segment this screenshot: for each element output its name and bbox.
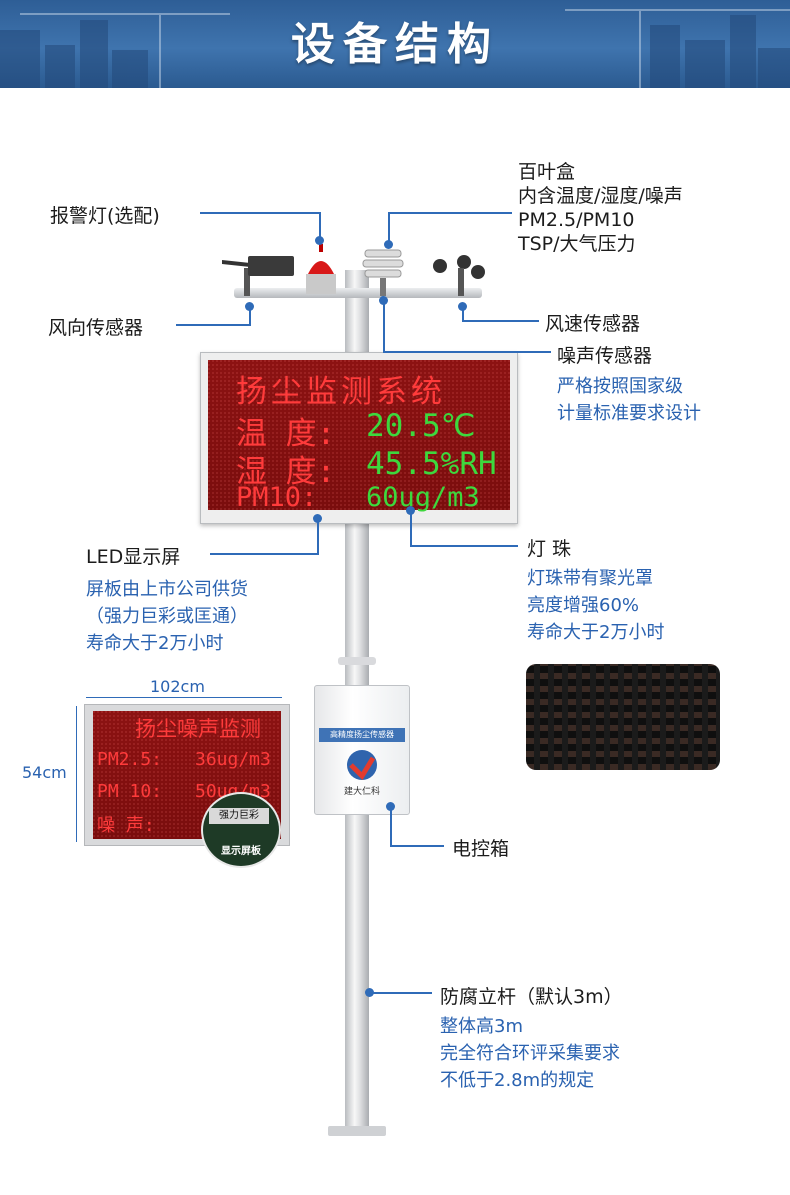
callout-dot — [386, 802, 395, 811]
callout-line — [176, 324, 250, 326]
control-box-label: 电控箱 — [452, 838, 510, 860]
callout-line — [249, 306, 251, 326]
callout-dot — [313, 514, 322, 523]
pole-note: 整体高3m 完全符合环评采集要求 不低于2.8m的规定 — [440, 1013, 620, 1094]
callout-dot — [379, 296, 388, 305]
board-closeup: 强力巨彩 显示屏板 — [201, 792, 281, 868]
width-dimension-label: 102cm — [150, 677, 205, 696]
led-row-value: 60ug/m3 — [366, 482, 480, 513]
note-line: 计量标准要求设计 — [557, 403, 701, 424]
small-screen-row-label: PM2.5: — [97, 749, 163, 770]
control-box: 高精度扬尘传感器 建大仁科 — [314, 685, 410, 815]
pole-label: 防腐立杆（默认3m） — [440, 986, 623, 1008]
board-brand-label: 强力巨彩 — [209, 808, 269, 824]
control-box-brand: 建大仁科 — [343, 787, 380, 797]
led-display-title: 扬尘监测系统 — [236, 374, 446, 410]
led-beads-label: 灯 珠 — [527, 538, 572, 560]
louver-box-line: 内含温度/湿度/噪声 — [518, 185, 683, 207]
note-line: 不低于2.8m的规定 — [440, 1070, 595, 1091]
noise-sensor-note: 严格按照国家级 计量标准要求设计 — [557, 373, 701, 427]
pole-base-flange — [328, 1126, 386, 1136]
wind-direction-label: 风向传感器 — [48, 317, 144, 339]
callout-line — [383, 351, 551, 353]
wind-speed-label: 风速传感器 — [545, 313, 641, 335]
callout-line — [383, 300, 385, 353]
height-dimension-label: 54cm — [22, 763, 67, 782]
alarm-light-label: 报警灯(选配) — [50, 205, 160, 227]
callout-line — [388, 212, 390, 242]
page-title: 设备结构 — [291, 19, 499, 70]
small-screen-row-value: 36ug/m3 — [195, 749, 271, 770]
noise-sensor-label: 噪声传感器 — [557, 345, 653, 367]
note-line: 寿命大于2万小时 — [86, 633, 224, 654]
led-row-value: 45.5%RH — [366, 446, 497, 482]
led-row-label: PM10: — [236, 482, 318, 513]
callout-line — [410, 510, 412, 547]
callout-dot — [384, 240, 393, 249]
louver-box-label: 百叶盒 内含温度/湿度/噪声 PM2.5/PM10 TSP/大气压力 — [518, 160, 683, 256]
callout-dot — [245, 302, 254, 311]
callout-line — [319, 212, 321, 238]
board-caption: 显示屏板 — [221, 846, 261, 857]
city-skyline-illustration — [0, 9, 790, 88]
callout-line — [388, 212, 512, 214]
callout-dot — [365, 988, 374, 997]
led-row-label: 温 度: — [236, 416, 336, 452]
callout-line — [390, 806, 392, 847]
louver-box-line: 百叶盒 — [518, 161, 576, 183]
sensor-crossbar — [234, 288, 482, 298]
note-line: 亮度增强60% — [527, 595, 640, 616]
led-row-value: 20.5℃ — [366, 408, 476, 444]
louver-box-line: PM2.5/PM10 — [518, 209, 635, 231]
note-line: 完全符合环评采集要求 — [440, 1043, 620, 1064]
led-beads-closeup-image — [526, 664, 720, 770]
pole-collar — [338, 657, 376, 665]
wind-sensors-illustration — [222, 244, 485, 296]
callout-line — [462, 320, 539, 322]
width-dimension-line — [86, 697, 282, 698]
led-screen-label: LED显示屏 — [86, 546, 181, 568]
callout-line — [410, 545, 518, 547]
callout-dot — [406, 506, 415, 515]
small-screen-row-label: 噪 声: — [97, 815, 155, 836]
led-display-screen: 扬尘监测系统 温 度: 20.5℃ 湿 度: 45.5%RH PM10: 60u… — [208, 360, 510, 513]
small-screen-row-label: PM 10: — [97, 781, 163, 802]
control-box-plate: 高精度扬尘传感器 — [319, 728, 405, 742]
note-line: 整体高3m — [440, 1016, 523, 1037]
note-line: 屏板由上市公司供货 — [86, 579, 248, 600]
small-screen-title: 扬尘噪声监测 — [135, 717, 261, 741]
callout-dot — [458, 302, 467, 311]
callout-line — [370, 992, 432, 994]
led-beads-note: 灯珠带有聚光罩 亮度增强60% 寿命大于2万小时 — [527, 565, 664, 646]
note-line: 寿命大于2万小时 — [527, 622, 665, 643]
callout-line — [200, 212, 320, 214]
height-dimension-line — [76, 706, 77, 842]
note-line: 灯珠带有聚光罩 — [527, 568, 653, 589]
callout-dot — [315, 236, 324, 245]
brand-logo-icon — [347, 750, 377, 781]
led-display-panel: 扬尘监测系统 温 度: 20.5℃ 湿 度: 45.5%RH PM10: 60u… — [200, 352, 518, 524]
callout-line — [462, 306, 464, 322]
callout-line — [317, 518, 319, 555]
led-row-label: 湿 度: — [236, 454, 336, 490]
callout-line — [210, 553, 318, 555]
header-banner: 设备结构 — [0, 0, 790, 88]
callout-line — [390, 845, 444, 847]
led-screen-note: 屏板由上市公司供货 （强力巨彩或匡通） 寿命大于2万小时 — [86, 576, 248, 657]
note-line: （强力巨彩或匡通） — [86, 606, 248, 627]
louver-box-line: TSP/大气压力 — [518, 233, 636, 255]
note-line: 严格按照国家级 — [557, 376, 683, 397]
